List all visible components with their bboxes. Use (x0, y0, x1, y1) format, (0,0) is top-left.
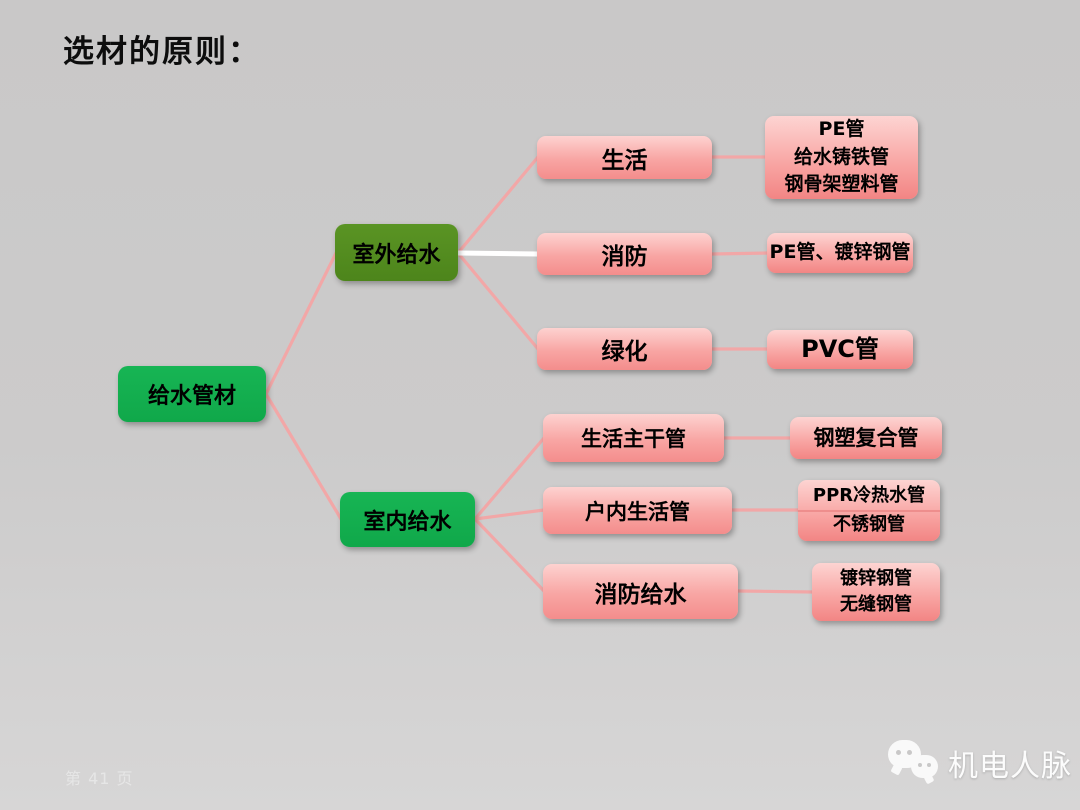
material-label: PVC管 (801, 335, 879, 364)
material-label: PPR冷热水管 (812, 485, 926, 507)
node-indoor-domestic-mains: 生活主干管 (543, 414, 724, 462)
node-label: 生活主干管 (581, 427, 686, 451)
node-indoor-household: 户内生活管 (543, 487, 732, 534)
page-number: 第 41 页 (65, 769, 134, 788)
wechat-bubble-small (911, 755, 938, 778)
node-root-water-supply-pipes: 给水管材 (118, 366, 266, 422)
node-label: 绿化 (601, 339, 648, 365)
node-label: 室外给水 (352, 242, 441, 268)
node-outdoor-domestic: 生活 (537, 136, 712, 179)
node-label: 室内给水 (363, 509, 452, 535)
leaf-indoor-fire-materials: 镀锌钢管 无缝钢管 (812, 563, 940, 621)
node-outdoor-water-supply: 室外给水 (335, 224, 458, 281)
material-label: 不锈钢管 (798, 509, 940, 538)
leaf-indoor-household-materials: PPR冷热水管 不锈钢管 (798, 480, 940, 541)
node-outdoor-fire: 消防 (537, 233, 712, 275)
white-connector (455, 250, 541, 257)
watermark-label: 机电人脉 (948, 749, 1072, 784)
wechat-icon (888, 738, 940, 788)
node-label: 户内生活管 (585, 499, 690, 524)
node-label: 生活 (601, 147, 648, 174)
node-outdoor-greening: 绿化 (537, 328, 712, 370)
node-indoor-fire-water: 消防给水 (543, 564, 738, 619)
material-label: 钢塑复合管 (813, 425, 919, 450)
material-label: 给水铸铁管 (793, 145, 889, 168)
leaf-outdoor-fire-materials: PE管、镀锌钢管 (767, 233, 913, 273)
material-label: PE管、镀锌钢管 (769, 241, 911, 264)
leaf-indoor-mains-materials: 钢塑复合管 (790, 417, 942, 459)
node-label: 给水管材 (147, 384, 236, 409)
material-label: PE管 (818, 118, 865, 141)
material-label: 钢骨架塑料管 (784, 173, 899, 196)
node-label: 消防 (601, 244, 648, 270)
leaf-outdoor-greening-materials: PVC管 (767, 330, 913, 369)
leaf-outdoor-domestic-materials: PE管 给水铸铁管 钢骨架塑料管 (765, 116, 918, 199)
material-label: 无缝钢管 (840, 594, 912, 615)
watermark: 机电人脉 (888, 738, 1072, 788)
node-label: 消防给水 (594, 581, 687, 608)
page-title: 选材的原则： (63, 34, 261, 70)
node-indoor-water-supply: 室内给水 (340, 492, 475, 547)
material-label: 镀锌钢管 (840, 567, 912, 589)
